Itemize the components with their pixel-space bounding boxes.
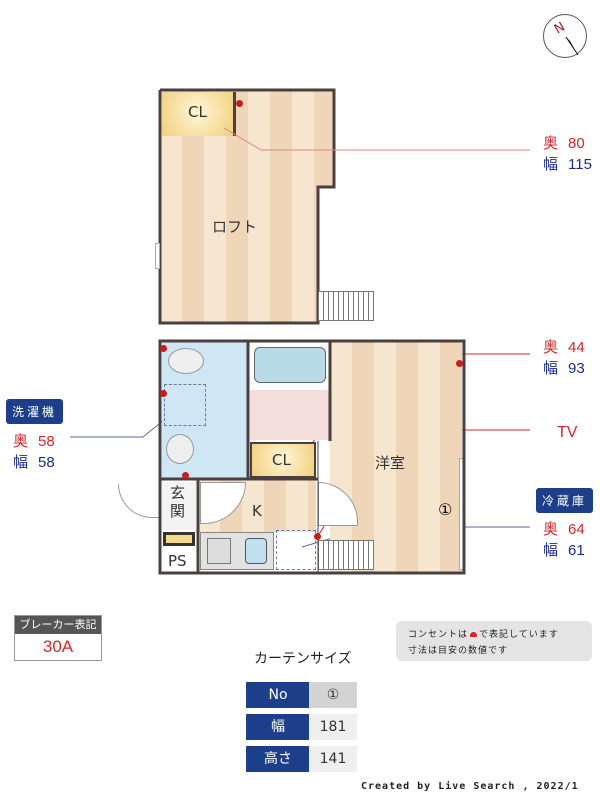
kitchen-label: K: [252, 502, 262, 520]
entrance: [162, 482, 196, 530]
outlet-icon: [160, 390, 167, 397]
outlet-icon: [182, 472, 189, 479]
entrance-label: 玄関: [170, 484, 186, 520]
breaker-title: ブレーカー表記: [15, 616, 101, 634]
outlet-icon: [236, 100, 243, 107]
curtain-key-height: 高さ: [246, 746, 310, 772]
tv-label: TV: [557, 424, 578, 441]
credit-text: Created by Live Search , 2022/1: [361, 781, 579, 792]
curtain-key-width: 幅: [246, 714, 310, 740]
loft-closet: [162, 92, 236, 136]
toilet-icon: [168, 348, 204, 374]
curtain-value-no: ①: [309, 682, 357, 708]
bathtub-icon: [254, 347, 326, 383]
curtain-key-no: No: [246, 682, 310, 708]
curtain-title: カーテンサイズ: [254, 651, 352, 667]
compass-needle-icon: [565, 36, 579, 56]
notes-box: コンセントはで表記しています 寸法は目安の数値です: [396, 621, 592, 661]
notes-text: コンセントは: [408, 630, 469, 640]
curtain-value-height: 141: [309, 746, 357, 772]
notes-text: 寸法は目安の数値です: [408, 646, 509, 656]
curtain-value-width: 181: [309, 714, 357, 740]
loft-room-label: ロフト: [212, 218, 258, 236]
fridge-tag: 冷蔵庫: [536, 488, 594, 513]
stairs: [318, 540, 374, 570]
room-closet-label: CL: [272, 451, 291, 469]
outlet-icon: [456, 360, 463, 367]
washer-tag: 洗濯機: [6, 399, 64, 424]
breaker-box: [163, 532, 195, 546]
loft-ladder: [318, 291, 374, 321]
room-closet: [250, 442, 316, 478]
outlet-icon: [314, 533, 321, 540]
window-number: ①: [438, 500, 453, 519]
washroom: [250, 390, 330, 440]
notes-text: で表記しています: [479, 630, 559, 640]
washer-space: [164, 384, 206, 426]
western-room-floor: [330, 342, 462, 572]
floor-walls: [158, 339, 466, 575]
fridge-space: [276, 530, 316, 570]
outlet-icon: [160, 345, 167, 352]
breaker-value: 30A: [42, 637, 74, 656]
loft-window: [155, 243, 160, 269]
kitchen-sink-icon: [245, 538, 267, 564]
sink-icon: [166, 434, 194, 464]
outlet-icon: [470, 632, 478, 637]
loft-closet-label: CL: [188, 103, 207, 121]
breaker-panel: ブレーカー表記 30A: [14, 615, 102, 661]
western-room-label: 洋室: [375, 454, 406, 472]
stove-icon: [207, 538, 231, 564]
compass: N: [543, 14, 587, 58]
ps-label: PS: [168, 552, 187, 570]
loft-walls: [158, 88, 336, 325]
